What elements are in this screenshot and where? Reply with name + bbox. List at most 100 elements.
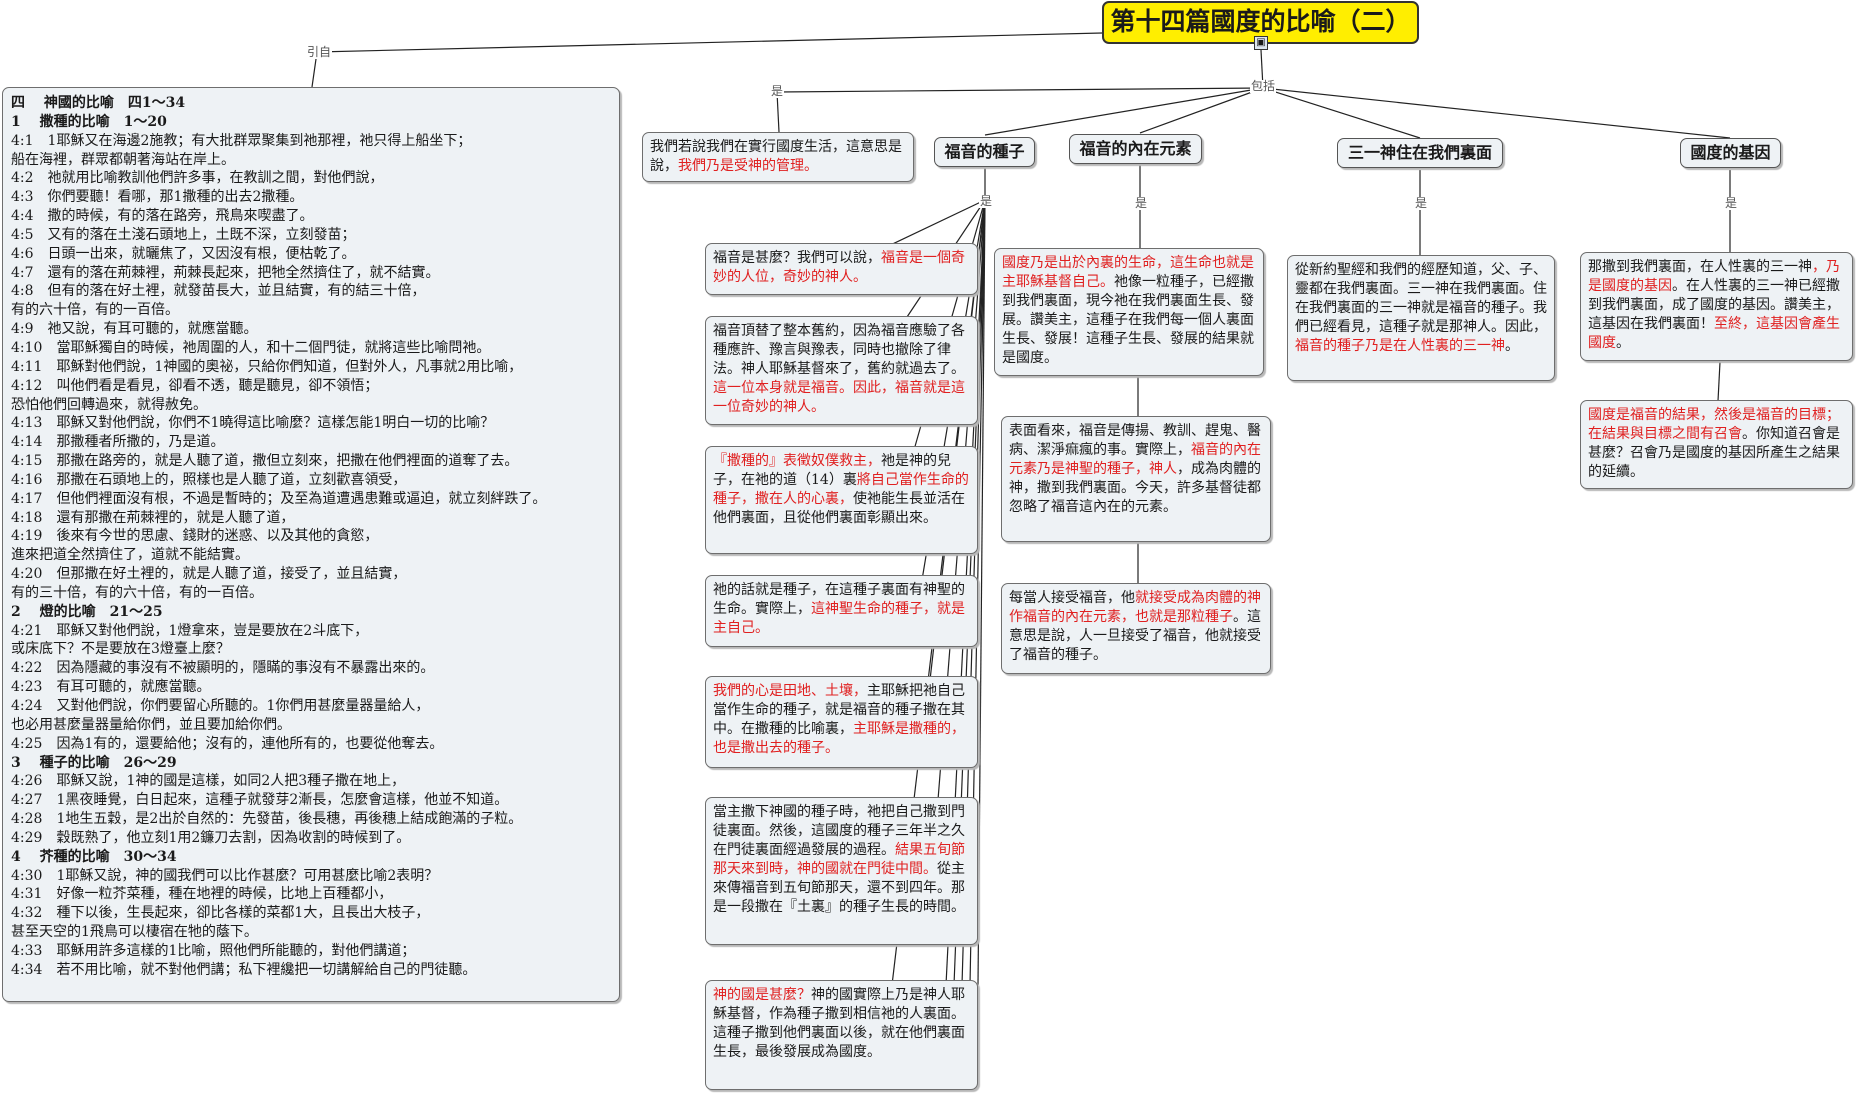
note-text: 神的國實際上乃是神人耶穌基督，作為種子撒到相信祂的人裏面。這種子撒到他們裏面以後… <box>713 987 965 1060</box>
highlight-text: 我們乃是受神的管理。 <box>678 158 818 174</box>
note-text: 祂像一粒種子，已經撒到我們裏面，現今祂在我們裏面生長、發展。讚美主，這種子在我們… <box>1002 274 1254 366</box>
scripture-line: 4:17 但他們裡面沒有根，不過是暫時的；及至為道遭遇患難或逼迫，就立刻絆跌了。 <box>11 490 547 507</box>
link-label-shi-intro: 是 <box>770 84 785 98</box>
note-text: 從主來傳福音到五旬節那天，還不到四年。那是一段撒在『土裏』的種子生長的時間。 <box>713 861 965 915</box>
scripture-line: 4:24 又對他們說，你們要留心所聽的。1你們用甚麼量器量給人， <box>11 698 430 714</box>
scripture-line: 恐怕他們回轉過來，就得赦免。 <box>11 396 207 413</box>
scripture-line: 4:33 耶穌用許多這樣的1比喻，照他們所能聽的，對他們講道； <box>11 942 416 959</box>
note-text: 。 <box>1616 335 1630 351</box>
header-inner-element[interactable]: 福音的內在元素 <box>1069 134 1202 164</box>
scripture-line: 有的三十倍，有的六十倍，有的一百倍。 <box>11 584 263 601</box>
scripture-line: 4:2 祂就用比喻教訓他們許多事，在教訓之間，對他們說， <box>11 170 384 187</box>
note-text: 。這意思是說，人一旦接受了福音，他就接受了福音的種子。 <box>1009 609 1261 663</box>
scripture-line: 4:29 穀既熟了，他立刻1用2鐮刀去割，因為收割的時候到了。 <box>11 829 411 846</box>
scripture-line: 進來把道全然擠住了，道就不能結實。 <box>11 547 249 564</box>
scripture-line: 4:8 但有的落在好土裡，就發苗長大，並且結實，有的結三十倍， <box>11 283 426 300</box>
scripture-line: 4:34 若不用比喻，就不對他們講；私下裡纔把一切講解給自己的門徒聽。 <box>11 961 477 978</box>
scripture-line: 或床底下？不是要放在3燈臺上麼？ <box>11 641 230 658</box>
scripture-line: 4:9 祂又說，有耳可聽的，就應當聽。 <box>11 321 258 338</box>
note-text: 。 <box>1505 338 1519 354</box>
highlight-text: ，乃是國度的基因 <box>1588 259 1840 294</box>
scripture-line: 4:20 但那撒在好土裡的，就是人聽了道，接受了，並且結實， <box>11 566 407 583</box>
scripture-line: 4:7 還有的落在荊棘裡，荊棘長起來，把牠全然擠住了，就不結實。 <box>11 264 440 281</box>
highlight-text: 將自己當作生命的種子，撒在人的心裏， <box>713 472 969 507</box>
note-text: 每當人接受福音，他 <box>1009 590 1135 606</box>
seed-note-4: 祂的話就是種子，在這種子裏面有神聖的生命。實際上，這神聖生命的種子，就是主自己。 <box>705 575 978 647</box>
scripture-line: 4:26 耶穌又說，1神的國是這樣，如同2人把3種子撒在地上， <box>11 773 406 790</box>
highlight-text: 這一位本身就是福音。因此，福音就是這一位奇妙的神人。 <box>713 380 965 415</box>
highlight-text: 國度是福音的結果，然後是福音的目標；在結果與目標之間有召會 <box>1588 407 1840 442</box>
inner-note-3: 每當人接受福音，他就接受成為肉體的神作福音的內在元素，也就是那粒種子。這意思是說… <box>1001 583 1271 674</box>
note-text: 祂的話就是種子，在這種子裏面有神聖的生命。實際上， <box>713 582 965 617</box>
seed-note-3: 『撒種的』表徵奴僕救主，祂是神的兒子，在祂的道（14）裏將自己當作生命的種子，撒… <box>705 446 978 554</box>
highlight-text: 結果五旬節那天來到時，神的國就在門徒中間。 <box>713 842 965 877</box>
scripture-line: 4:23 有耳可聽的，就應當聽。 <box>11 679 211 696</box>
note-text: 主耶穌把祂自己當作生命的種子，就是福音的種子撒在其中。在撒種的比喻裏， <box>713 683 965 737</box>
scripture-line: 4:25 因為1有的，還要給他；沒有的，連他所有的，也要從他奪去。 <box>11 735 444 752</box>
highlight-text: 這神聖生命的種子，就是主自己。 <box>713 601 965 636</box>
scripture-line: 4:14 那撒種者所撒的，乃是道。 <box>11 434 225 451</box>
link-label-baokuo: 包括 <box>1250 79 1277 93</box>
highlight-text: 福音是一個奇妙的人位，奇妙的神人。 <box>713 250 965 285</box>
triune-note-1: 從新約聖經和我們的經歷知道，父、子、靈都在我們裏面。三一神在我們裏面。住在我們裏… <box>1287 255 1555 381</box>
scripture-line: 有的六十倍，有的一百倍。 <box>11 302 179 319</box>
highlight-text: 國度乃是出於內裏的生命，這生命也就是主耶穌基督自己。 <box>1002 255 1254 290</box>
link-label-shi-gene: 是 <box>1724 196 1739 210</box>
note-text: 。在人性裏的三一神已經撒到我們裏面，成了國度的基因。讚美主，這基因在我們裏面！ <box>1588 278 1840 332</box>
seed-note-6: 當主撒下神國的種子時，祂把自己撒到門徒裏面。然後，這國度的種子三年半之久在門徒裏… <box>705 797 978 945</box>
scripture-section-heading: 1 撒種的比喻 1～20 <box>11 113 167 130</box>
scripture-section-heading: 2 燈的比喻 21～25 <box>11 603 163 620</box>
intro-note: 我們若說我們在實行國度生活，這意思是說，我們乃是受神的管理。 <box>642 132 914 182</box>
scripture-line: 4:13 耶穌又對他們說，你們不1曉得這比喻麼？這樣怎能1明白一切的比喻？ <box>11 415 495 432</box>
note-text: 福音是甚麼？我們可以說， <box>713 250 881 266</box>
scripture-line: 4:5 又有的落在土淺石頭地上，土既不深，立刻發苗； <box>11 226 356 243</box>
link-label-shi-triune: 是 <box>1414 196 1429 210</box>
highlight-text: 就接受成為肉體的神作福音的內在元素，也就是那粒種子 <box>1009 590 1261 625</box>
highlight-text: 主耶穌是撒種的，也是撒出去的種子。 <box>713 721 965 756</box>
scripture-line: 4:3 你們要聽！看哪，那1撒種的出去2撒種。 <box>11 189 304 206</box>
scripture-line: 4:32 種下以後，生長起來，卻比各樣的菜都1大，且長出大枝子， <box>11 905 430 922</box>
header-seed[interactable]: 福音的種子 <box>934 137 1035 167</box>
scripture-line: 4:27 1黑夜睡覺，白日起來，這種子就發芽2漸長，怎麼會這樣，他並不知道。 <box>11 792 509 809</box>
note-text: 從新約聖經和我們的經歷知道，父、子、靈都在我們裏面。三一神在我們裏面。住在我們裏… <box>1295 262 1547 335</box>
gene-note-1: 那撒到我們裏面，在人性裏的三一神，乃是國度的基因。在人性裏的三一神已經撒到我們裏… <box>1580 252 1853 361</box>
note-text: ，成為肉體的神，撒到我們裏面。今天，許多基督徒都忽略了福音這內在的元素。 <box>1009 461 1261 515</box>
note-text: 使祂能生長並活在他們裏面，且從他們裏面彰顯出來。 <box>713 491 965 526</box>
highlight-text: 神的國是甚麼？ <box>713 987 811 1003</box>
seed-note-1: 福音是甚麼？我們可以說，福音是一個奇妙的人位，奇妙的神人。 <box>705 243 978 295</box>
scripture-line: 4:30 1耶穌又說，神的國我們可以比作甚麼？可用甚麼比喻2表明？ <box>11 867 439 884</box>
inner-note-2: 表面看來，福音是傳揚、教訓、趕鬼、醫病、潔淨痲瘋的事。實際上，福音的內在元素乃是… <box>1001 416 1271 542</box>
scripture-line: 也必用甚麼量器量給你們，並且要加給你們。 <box>11 716 291 733</box>
highlight-text: 我們的心是田地、土壤， <box>713 683 867 699</box>
scripture-line: 4:18 還有那撒在荊棘裡的，就是人聽了道， <box>11 509 295 526</box>
scripture-text-panel: 四 神國的比喻 四1～34 1 撒種的比喻 1～20 4:1 1耶穌又在海邊2施教；… <box>2 87 620 1002</box>
note-text: 。你知道召會是甚麼？召會乃是國度的基因所產生之結果的延續。 <box>1588 426 1840 480</box>
scripture-section-heading: 4 芥種的比喻 30～34 <box>11 848 177 865</box>
note-text: 表面看來，福音是傳揚、教訓、趕鬼、醫病、潔淨痲瘋的事。實際上， <box>1009 423 1261 458</box>
link-label-shi-inner: 是 <box>1134 196 1149 210</box>
highlight-text: 至終，這基因會產生國度 <box>1588 316 1840 351</box>
scripture-line: 船在海裡，群眾都朝著海站在岸上。 <box>11 151 235 168</box>
scripture-line: 4:16 那撒在石頭地上的，照樣也是人聽了道，立刻歡喜領受， <box>11 471 407 488</box>
scripture-section-heading: 四 神國的比喻 四1～34 <box>11 95 186 111</box>
note-text: 那撒到我們裏面，在人性裏的三一神 <box>1588 259 1812 275</box>
inner-note-1: 國度乃是出於內裏的生命，這生命也就是主耶穌基督自己。祂像一粒種子，已經撒到我們裏… <box>994 248 1264 376</box>
seed-note-2: 福音頂替了整本舊約，因為福音應驗了各種應許、豫言與豫表，同時也撤除了律法。神人耶… <box>705 316 978 425</box>
highlight-text: 福音的內在元素乃是神聖的種子，神人 <box>1009 442 1261 477</box>
note-text: 當主撒下神國的種子時，祂把自己撒到門徒裏面。然後，這國度的種子三年半之久在門徒裏… <box>713 804 965 858</box>
scripture-line: 甚至天空的1飛鳥可以棲宿在牠的蔭下。 <box>11 924 258 941</box>
scripture-line: 4:1 1耶穌又在海邊2施教；有大批群眾聚集到祂那裡，祂只得上船坐下； <box>11 132 472 149</box>
scripture-line: 4:28 1地生五穀，是2出於自然的：先發苗，後長穗，再後穗上結成飽滿的子粒。 <box>11 811 523 828</box>
note-text: 我們若說我們在實行國度生活，這意思是說， <box>650 139 902 174</box>
header-triune-god[interactable]: 三一神住在我們裏面 <box>1337 138 1503 168</box>
header-kingdom-gene[interactable]: 國度的基因 <box>1680 138 1781 168</box>
scripture-line: 4:12 叫他們看是看見，卻看不透，聽是聽見，卻不領悟； <box>11 377 379 394</box>
scripture-line: 4:22 因為隱藏的事沒有不被顯明的，隱瞞的事沒有不暴露出來的。 <box>11 660 435 677</box>
scripture-line: 4:6 日頭一出來，就曬焦了，又因沒有根，便枯乾了。 <box>11 245 356 262</box>
scripture-line: 4:10 當耶穌獨自的時候，祂周圍的人，和十二個門徒，就將這些比喻問祂。 <box>11 339 491 356</box>
seed-note-7: 神的國是甚麼？神的國實際上乃是神人耶穌基督，作為種子撒到相信祂的人裏面。這種子撒… <box>705 980 978 1090</box>
highlight-text: 福音的種子乃是在人性裏的三一神 <box>1295 338 1505 354</box>
seed-note-5: 我們的心是田地、土壤，主耶穌把祂自己當作生命的種子，就是福音的種子撒在其中。在撒… <box>705 676 978 768</box>
map-node-icon[interactable]: ▣ <box>1254 36 1268 50</box>
link-label-shi-seed: 是 <box>979 194 994 208</box>
